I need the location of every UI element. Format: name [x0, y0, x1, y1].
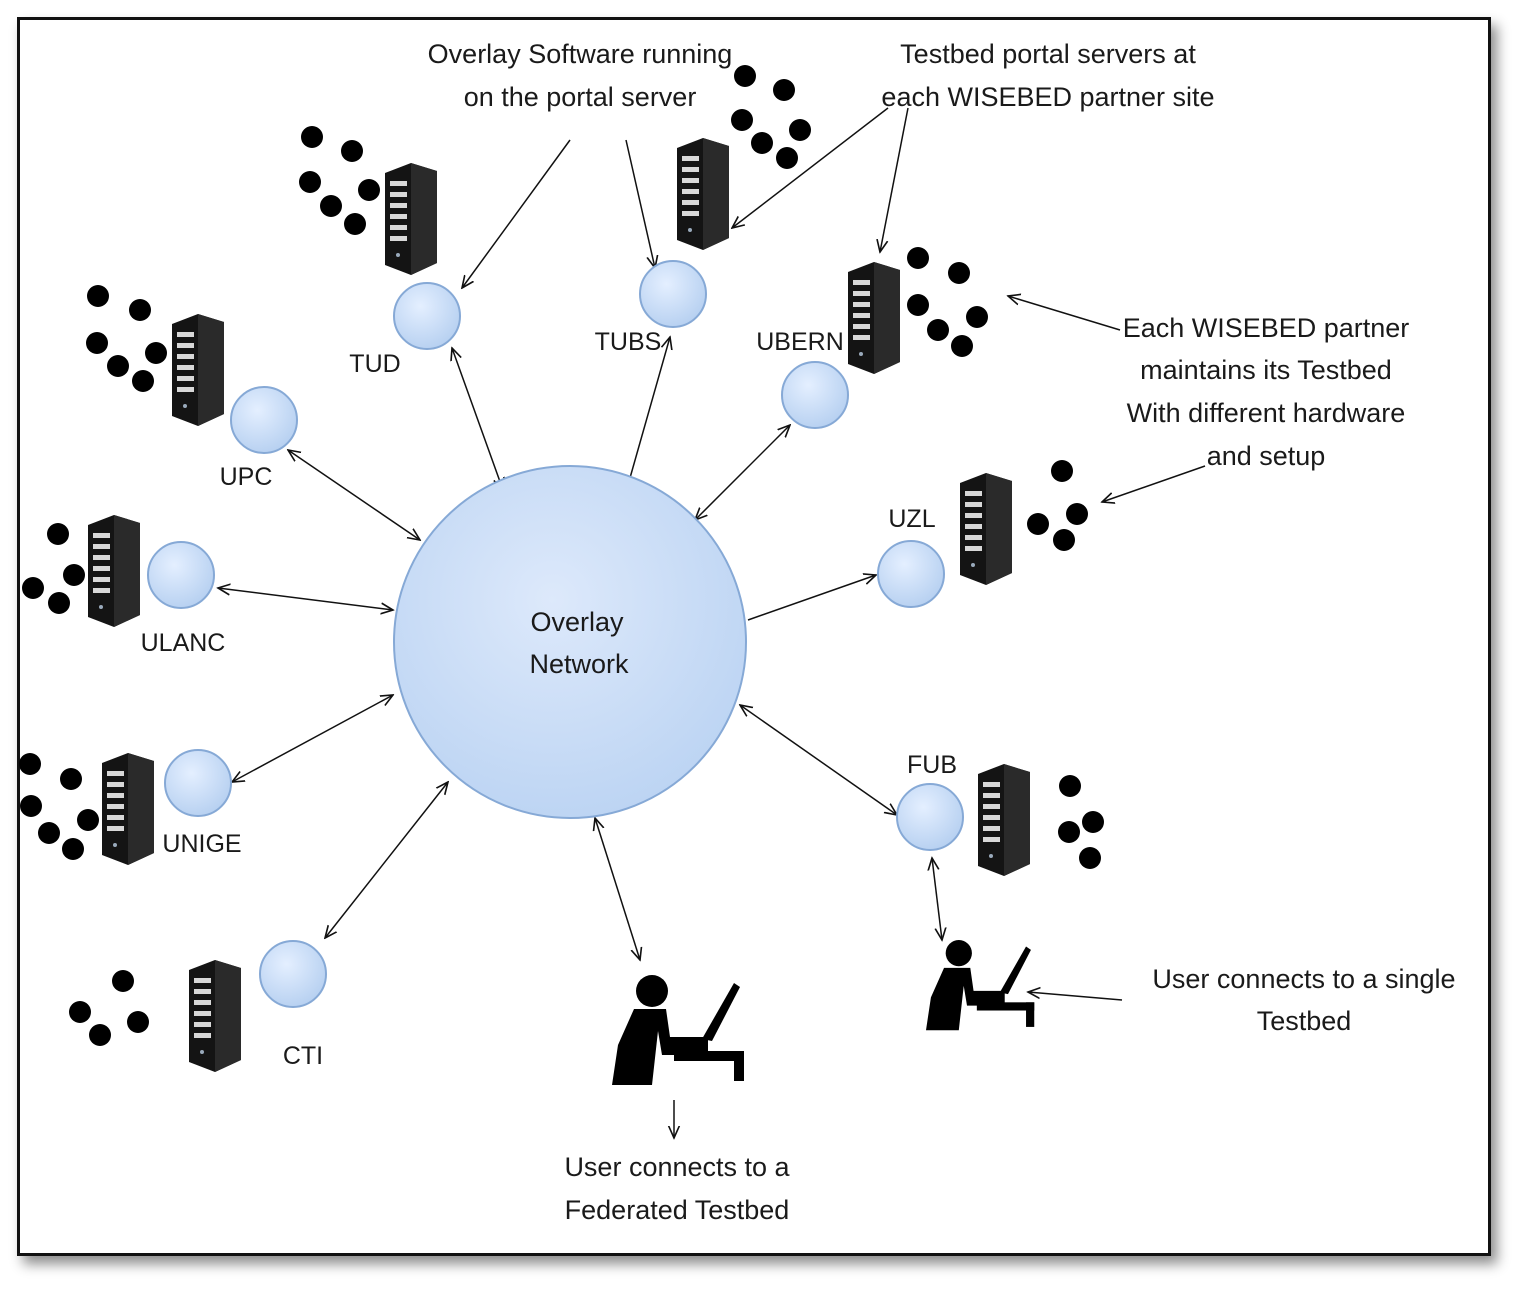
server-tower-icon	[978, 764, 1030, 876]
annotation-portal-servers: Testbed portal servers at each WISEBED p…	[881, 39, 1214, 112]
site-node-uzl	[877, 540, 945, 608]
site-node-tud	[393, 282, 461, 350]
link-upc	[288, 450, 420, 540]
link-ulanc	[218, 588, 393, 610]
partner-site-ubern: UBERN	[756, 247, 988, 429]
sensor-dots-icon	[1058, 775, 1104, 869]
pointer-partner-uzl	[1102, 465, 1206, 502]
site-label-cti: CTI	[283, 1042, 323, 1070]
server-tower-icon	[102, 753, 154, 865]
annotation-line: With different hardware	[1127, 398, 1406, 428]
sensor-dots-icon	[19, 753, 99, 860]
site-label-ulanc: ULANC	[141, 629, 226, 657]
server-tower-icon	[189, 960, 241, 1072]
site-node-ubern	[781, 361, 849, 429]
link-fub	[740, 705, 897, 815]
sensor-dots-icon	[907, 247, 988, 357]
annotation-line: Federated Testbed	[565, 1195, 790, 1225]
center-label-line2: Network	[529, 649, 629, 679]
link-single-user	[932, 858, 942, 940]
site-node-ulanc	[147, 541, 215, 609]
sensor-dots-icon	[86, 285, 167, 392]
site-label-tubs: TUBS	[595, 328, 662, 356]
link-uzl	[747, 575, 876, 621]
server-tower-icon	[385, 163, 437, 275]
link-tud	[452, 348, 503, 490]
site-node-fub	[896, 783, 964, 851]
sensor-dots-icon	[22, 523, 85, 614]
partner-site-ulanc: ULANC	[22, 515, 225, 657]
server-tower-icon	[88, 515, 140, 627]
server-tower-icon	[848, 262, 900, 374]
site-label-uzl: UZL	[888, 505, 935, 533]
center-label-line1: Overlay	[530, 607, 624, 637]
annotation-partner-testbed: Each WISEBED partner maintains its Testb…	[1123, 313, 1410, 471]
annotation-line: User connects to a	[564, 1152, 790, 1182]
link-ubern	[695, 425, 790, 520]
overlay-network-node: Overlay Network	[393, 465, 747, 819]
partner-site-tud: TUD	[299, 126, 461, 378]
server-tower-icon	[172, 314, 224, 426]
annotation-federated-testbed: User connects to a Federated Testbed	[564, 1152, 790, 1225]
link-cti	[325, 782, 448, 938]
pointer-partner-ubern	[1008, 296, 1121, 331]
user-at-computer-icon	[926, 940, 1035, 1031]
partner-site-upc: UPC	[86, 285, 298, 491]
server-tower-icon	[960, 473, 1012, 585]
site-label-fub: FUB	[907, 751, 957, 779]
partner-site-uzl: UZL	[877, 460, 1088, 608]
partner-site-fub: FUB	[896, 751, 1104, 876]
partner-site-unige: UNIGE	[19, 749, 242, 865]
link-tubs	[626, 337, 670, 492]
diagram-frame	[17, 17, 1491, 1256]
site-label-tud: TUD	[349, 350, 400, 378]
site-label-ubern: UBERN	[756, 328, 844, 356]
pointer-overlay-software-tud	[462, 139, 571, 288]
annotation-line: each WISEBED partner site	[881, 82, 1214, 112]
site-node-unige	[164, 749, 232, 817]
site-node-tubs	[639, 260, 707, 328]
annotation-single-testbed: User connects to a single Testbed	[1152, 964, 1455, 1036]
sensor-dots-icon	[731, 65, 811, 169]
link-unige	[232, 695, 393, 782]
partner-site-tubs: TUBS	[595, 65, 811, 356]
connection-arrows	[218, 107, 1206, 1138]
pointer-single-user	[1028, 992, 1123, 1001]
annotation-line: on the portal server	[464, 82, 697, 112]
annotation-line: Overlay Software running	[428, 39, 733, 69]
annotation-line: Each WISEBED partner	[1123, 313, 1410, 343]
annotation-line: User connects to a single	[1152, 964, 1455, 994]
site-label-unige: UNIGE	[162, 830, 241, 858]
partner-site-cti: CTI	[69, 940, 327, 1072]
annotation-line: maintains its Testbed	[1140, 355, 1392, 385]
site-label-upc: UPC	[220, 463, 273, 491]
pointer-overlay-software-tubs	[625, 139, 655, 268]
annotation-line: and setup	[1207, 441, 1326, 471]
sensor-dots-icon	[1027, 460, 1088, 551]
pointer-portal-tubs	[732, 107, 889, 228]
server-tower-icon	[677, 138, 729, 250]
annotation-overlay-software: Overlay Software running on the portal s…	[428, 39, 733, 112]
sensor-dots-icon	[299, 126, 380, 235]
link-federated-user	[595, 818, 640, 960]
site-node-upc	[230, 386, 298, 454]
sensor-dots-icon	[69, 970, 149, 1046]
site-node-cti	[259, 940, 327, 1008]
user-at-computer-icon	[612, 975, 744, 1085]
annotation-line: Testbed portal servers at	[900, 39, 1196, 69]
pointer-portal-ubern	[880, 107, 909, 252]
annotation-line: Testbed	[1257, 1006, 1352, 1036]
